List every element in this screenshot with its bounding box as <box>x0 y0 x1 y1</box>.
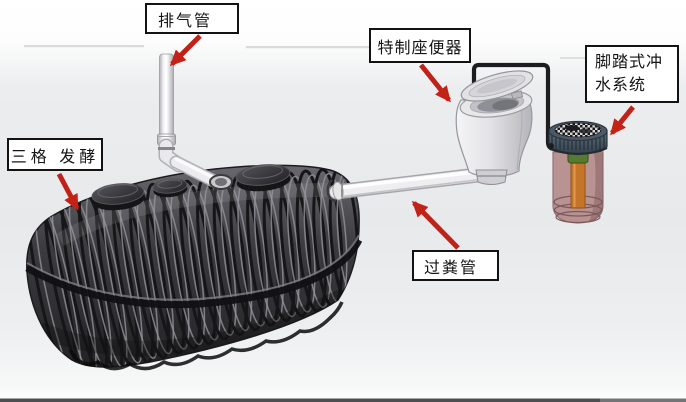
callout-arrows <box>56 34 635 250</box>
bottom-border-line <box>0 398 686 402</box>
label-special-toilet: 特制座便器 <box>369 28 471 63</box>
label-foot-flush-system-text: 脚踏式冲水系统 <box>595 54 664 94</box>
label-three-chamber-fermentation-text: 三格 发酵 <box>10 148 100 166</box>
toilet-lid-hinge <box>510 90 524 100</box>
foot-pedal-flush-unit <box>548 120 608 224</box>
tank-middle-flange <box>25 234 363 309</box>
arrow-to-flush-unit <box>610 105 635 136</box>
manure-transfer-pipe <box>326 166 494 203</box>
manure-pipe-coupling <box>332 181 344 201</box>
three-chamber-septic-tank <box>25 164 363 371</box>
toilet-lid-open <box>460 70 534 102</box>
arrow-to-tank <box>56 172 80 211</box>
background-streaks <box>24 45 616 59</box>
toilet-base-foot <box>475 169 508 185</box>
vent-pipe <box>157 53 233 190</box>
toilet-pedestal <box>455 99 533 177</box>
tank-shading <box>37 183 349 357</box>
label-vent-pipe-text: 排气管 <box>158 12 213 30</box>
arrow-to-toilet <box>419 63 451 103</box>
manhole-lid-3 <box>235 164 291 192</box>
label-manure-pipe: 过粪管 <box>412 250 499 281</box>
label-manure-pipe-text: 过粪管 <box>424 259 479 277</box>
label-special-toilet-text: 特制座便器 <box>377 39 463 57</box>
arrow-to-manure-pipe <box>411 200 460 250</box>
label-foot-flush-system: 脚踏式冲水系统 <box>585 45 679 103</box>
label-vent-pipe: 排气管 <box>145 3 239 34</box>
arrow-to-vent-pipe <box>169 34 202 67</box>
manhole-lid-2 <box>152 178 188 198</box>
label-three-chamber-fermentation: 三格 发酵 <box>7 138 103 171</box>
manhole-lid-1 <box>91 183 145 211</box>
inner-suction-tube <box>570 159 586 209</box>
special-toilet <box>455 70 534 185</box>
tank-scalloped-bottom-edge <box>68 301 344 371</box>
cap-grate-pattern <box>554 122 602 138</box>
